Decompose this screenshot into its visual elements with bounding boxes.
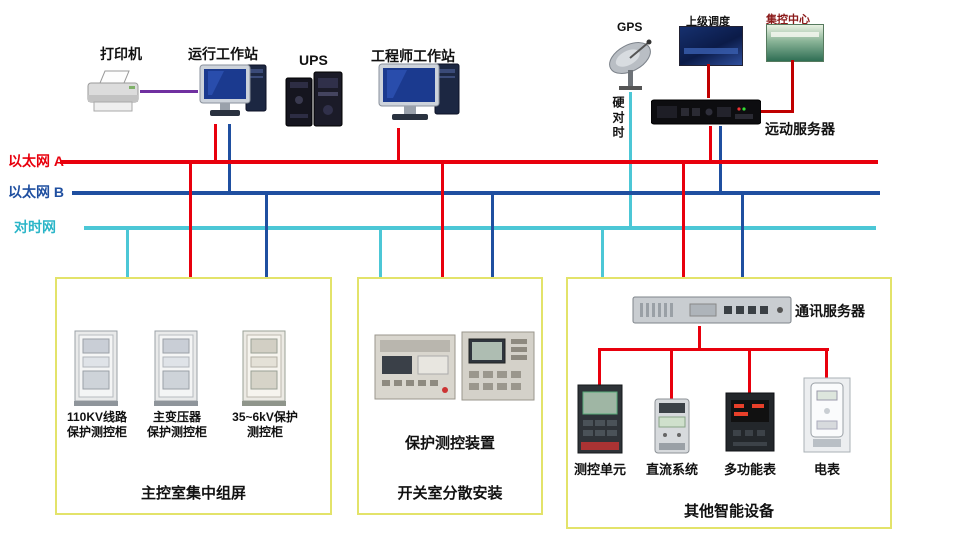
energy-meter-icon bbox=[803, 377, 851, 458]
drop-box2-eth-a bbox=[441, 162, 444, 278]
upper-dispatch-image bbox=[679, 26, 743, 66]
main-control-caption: 主控室集中组屏 bbox=[140, 485, 246, 502]
drop-mcu bbox=[598, 350, 601, 386]
dc-system-label: 直流系统 bbox=[645, 462, 698, 477]
central-control-link-v bbox=[791, 60, 794, 112]
central-control-label: 集控中心 bbox=[766, 14, 810, 26]
drop-box1-time-sync bbox=[126, 228, 129, 278]
drop-box3-time-sync bbox=[601, 228, 604, 278]
cabinet-35kv-icon bbox=[242, 330, 286, 411]
hard-time-sync-label: 硬对时 bbox=[611, 96, 625, 141]
drop-dc-system bbox=[670, 350, 673, 400]
operator-workstation-icon bbox=[198, 63, 270, 132]
smart-bus-riser bbox=[698, 326, 701, 350]
drop-box3-eth-a bbox=[682, 162, 685, 278]
ups-icon bbox=[284, 70, 344, 135]
drop-server-eth-a bbox=[709, 126, 712, 162]
engineer-workstation-label: 工程师工作站 bbox=[371, 48, 455, 64]
multifunction-meter-label: 多功能表 bbox=[723, 462, 776, 477]
drop-operator-eth-a bbox=[214, 124, 217, 162]
drop-server-eth-b bbox=[719, 126, 722, 193]
drop-box1-eth-b bbox=[265, 193, 268, 278]
printer-link-line bbox=[140, 90, 198, 93]
telecontrol-server-icon bbox=[650, 96, 762, 133]
ethernet-a-bus bbox=[60, 160, 878, 164]
gps-label: GPS bbox=[617, 20, 643, 34]
smart-devices-caption: 其他智能设备 bbox=[683, 503, 774, 520]
smart-bus-line bbox=[598, 348, 829, 351]
protection-device-label: 保护测控装置 bbox=[404, 435, 495, 452]
time-sync-bus bbox=[84, 226, 876, 230]
ethernet-a-label: 以太网 A bbox=[8, 153, 64, 169]
drop-multifunction-meter bbox=[748, 350, 751, 394]
ethernet-b-bus bbox=[72, 191, 880, 195]
protection-device-2-icon bbox=[461, 331, 535, 406]
comm-server-icon bbox=[632, 294, 792, 331]
telecontrol-server-label: 远动服务器 bbox=[765, 121, 835, 137]
ups-label: UPS bbox=[299, 52, 328, 68]
cabinet-transformer-icon bbox=[154, 330, 198, 411]
cabinet-transformer-label: 主变压器 保护测控柜 bbox=[146, 410, 207, 439]
switch-room-caption: 开关室分散安装 bbox=[397, 485, 503, 502]
mcu-icon bbox=[577, 384, 623, 459]
cabinet-35kv-label: 35~6kV保护 测控柜 bbox=[232, 410, 298, 439]
drop-operator-eth-b bbox=[228, 124, 231, 193]
drop-energy-meter bbox=[825, 350, 828, 380]
central-control-image bbox=[766, 24, 824, 62]
cabinet-110kv-icon bbox=[74, 330, 118, 411]
drop-box3-eth-b bbox=[741, 193, 744, 278]
drop-box2-time-sync bbox=[379, 228, 382, 278]
drop-engineer-eth-a bbox=[397, 128, 400, 162]
comm-server-label: 通讯服务器 bbox=[795, 303, 865, 319]
upper-dispatch-label: 上级调度 bbox=[686, 16, 730, 28]
cabinet-110kv-label: 110KV线路 保护测控柜 bbox=[66, 410, 128, 439]
ethernet-b-label: 以太网 B bbox=[8, 184, 64, 200]
protection-device-1-icon bbox=[374, 334, 456, 405]
multifunction-meter-icon bbox=[725, 392, 775, 457]
operator-workstation-label: 运行工作站 bbox=[188, 46, 258, 62]
time-sync-label: 对时网 bbox=[14, 219, 56, 235]
central-control-link-h bbox=[758, 110, 794, 113]
upper-dispatch-link bbox=[707, 64, 710, 98]
engineer-workstation-icon bbox=[377, 62, 465, 135]
energy-meter-label: 电表 bbox=[813, 462, 840, 477]
dc-system-icon bbox=[653, 397, 691, 460]
printer-label: 打印机 bbox=[100, 46, 142, 62]
printer-icon bbox=[84, 68, 142, 123]
drop-box1-eth-a bbox=[189, 162, 192, 278]
gps-dish-icon bbox=[604, 36, 660, 97]
mcu-label: 测控单元 bbox=[573, 462, 626, 477]
drop-box2-eth-b bbox=[491, 193, 494, 278]
